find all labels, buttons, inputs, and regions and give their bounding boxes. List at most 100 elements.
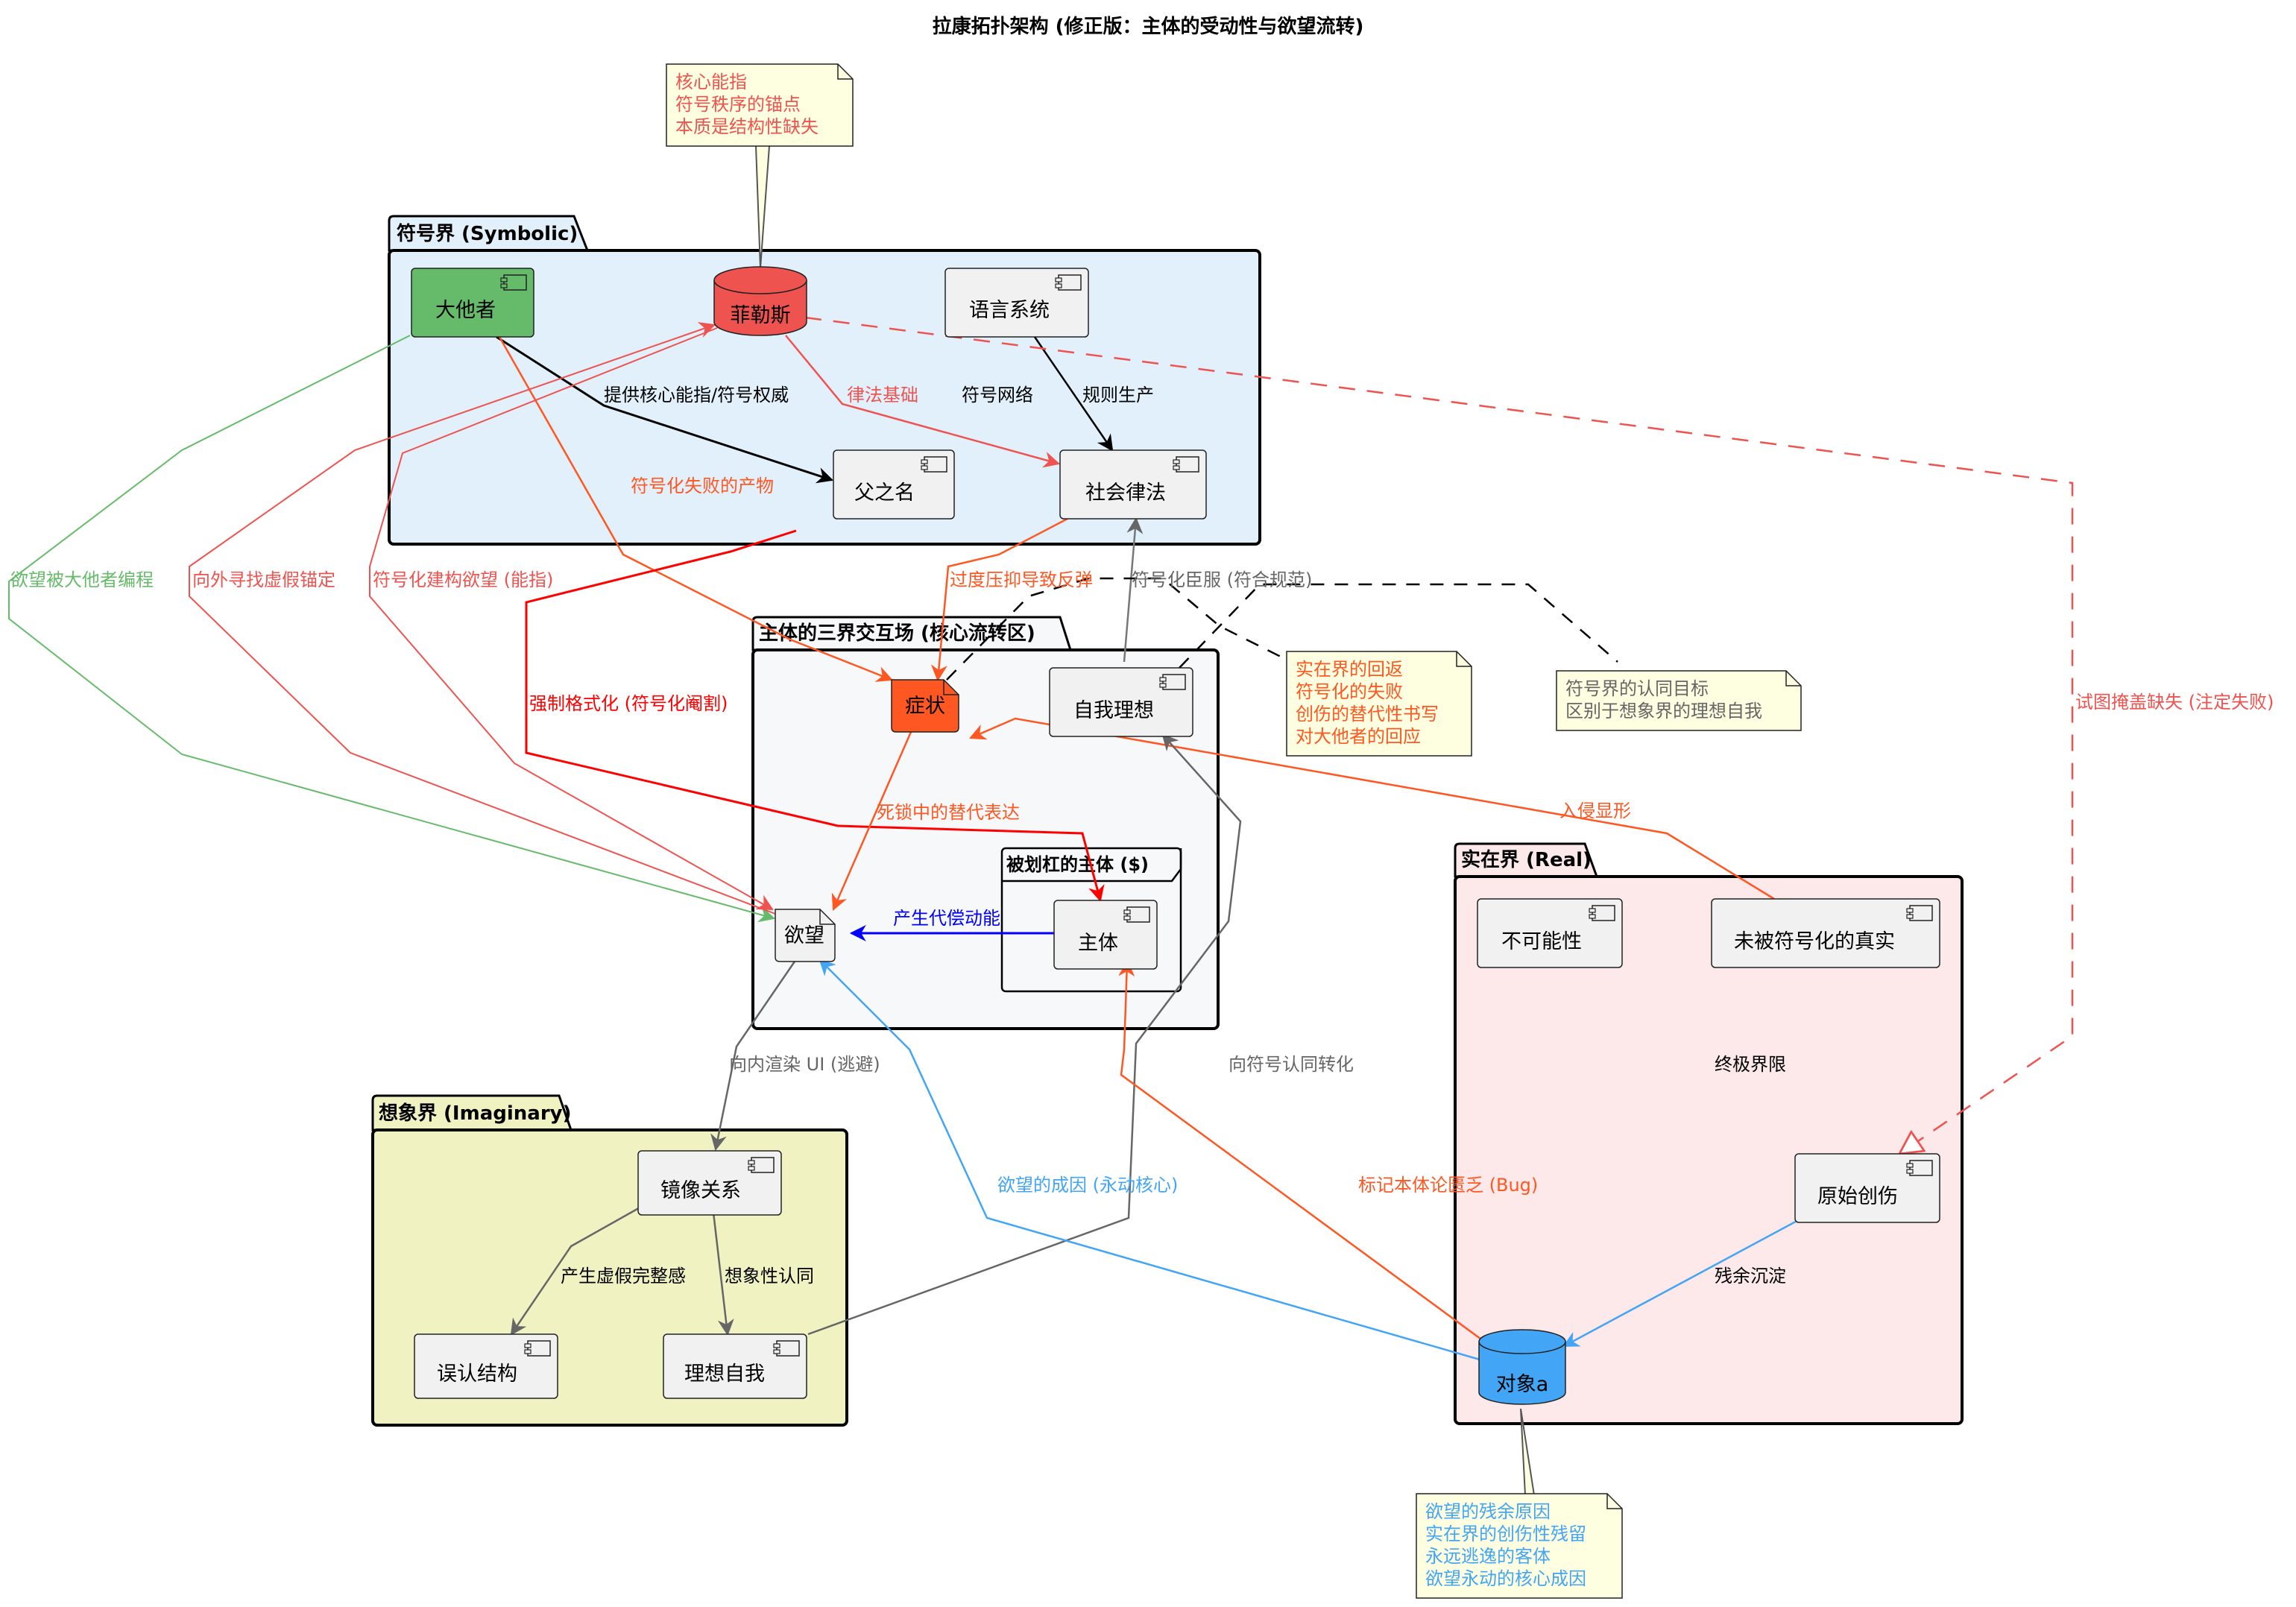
- node-mirror-relation-label: 镜像关系: [660, 1179, 741, 1202]
- node-impossibility-label: 不可能性: [1501, 930, 1582, 953]
- edge-label-ultimate-limit: 终极界限: [1715, 1054, 1786, 1075]
- edge-ideal-ego-to-ego-ideal: [807, 733, 1242, 1336]
- node-misrecognition[interactable]: 误认结构: [414, 1333, 558, 1399]
- node-symptom[interactable]: 症状: [891, 679, 959, 733]
- node-ideal-ego-label: 理想自我: [684, 1363, 765, 1386]
- node-social-law[interactable]: 社会律法: [1059, 449, 1207, 520]
- node-subject[interactable]: 主体: [1053, 900, 1158, 970]
- component-icon: [748, 1157, 775, 1173]
- node-desire-label: 欲望: [784, 924, 824, 947]
- package-real-label: 实在界 (Real): [1461, 848, 1592, 871]
- node-symptom-label: 症状: [905, 695, 945, 718]
- node-desire[interactable]: 欲望: [775, 909, 836, 962]
- component-icon: [1173, 456, 1199, 473]
- node-language-system[interactable]: 语言系统: [944, 268, 1089, 338]
- edge-label-false-wholeness: 产生虚假完整感: [561, 1266, 686, 1286]
- edge-label-try-cover-lack: 试图掩盖缺失 (注定失败): [2075, 692, 2274, 713]
- component-icon: [500, 274, 527, 291]
- note-link-ego-ideal: [1179, 583, 1618, 669]
- edge-label-symbolic-submission: 符号化臣服 (符合规范): [1132, 569, 1312, 590]
- edge-object-a-to-desire: [819, 959, 1486, 1363]
- component-icon: [1055, 274, 1082, 291]
- node-unsymbolized-real-label: 未被符号化的真实: [1734, 930, 1895, 953]
- edge-big-other-to-desire: [8, 335, 776, 923]
- edge-phallus-to-desire-construct: [369, 327, 774, 911]
- edge-label-symbolization-failure: 符号化失败的产物: [631, 476, 774, 496]
- note-ego-ideal: 符号界的认同目标 区别于想象界的理想自我: [1556, 670, 1802, 731]
- note-phallus: 核心能指 符号秩序的锚点 本质是结构性缺失: [666, 63, 854, 147]
- edge-label-invasion: 入侵显形: [1559, 801, 1631, 821]
- node-object-a-label: 对象a: [1496, 1373, 1549, 1396]
- edge-phallus-to-social-law: [785, 335, 1061, 468]
- note-line: 符号秩序的锚点: [675, 94, 801, 115]
- note-symptom-text: 实在界的回返 符号化的失败 创伤的替代性书写 对大他者的回应: [1296, 659, 1445, 747]
- note-line: 对大他者的回应: [1296, 726, 1421, 747]
- note-symptom: 实在界的回返 符号化的失败 创伤的替代性书写 对大他者的回应: [1286, 651, 1472, 757]
- edge-big-other-to-name-of-father: [496, 335, 834, 484]
- edge-desire-to-mirror: [710, 961, 796, 1152]
- note-line: 符号化的失败: [1296, 681, 1403, 702]
- node-primal-trauma-label: 原始创伤: [1817, 1185, 1898, 1208]
- note-phallus-text: 核心能指 符号秩序的锚点 本质是结构性缺失: [675, 72, 819, 137]
- node-object-a[interactable]: 对象a: [1478, 1329, 1566, 1405]
- node-impossibility[interactable]: 不可能性: [1477, 898, 1623, 968]
- component-icon: [1123, 906, 1150, 923]
- package-barred-subject-label: 被划杠的主体 ($): [1006, 854, 1149, 875]
- node-name-of-father[interactable]: 父之名: [833, 449, 955, 520]
- edges: [8, 145, 2074, 1496]
- edge-label-to-symbolic-identification: 向符号认同转化: [1229, 1054, 1354, 1075]
- edge-label-symbolic-network: 符号网络: [962, 385, 1033, 405]
- edge-label-deadlock-substitute: 死锁中的替代表达: [877, 802, 1020, 823]
- node-ideal-ego[interactable]: 理想自我: [663, 1333, 807, 1399]
- note-line: 实在界的回返: [1296, 659, 1403, 680]
- edge-label-imaginary-identification: 想象性认同: [725, 1266, 814, 1286]
- note-line: 欲望永动的核心成因: [1425, 1568, 1586, 1589]
- package-subject-zone-label: 主体的三界交互场 (核心流转区): [759, 622, 1035, 645]
- edge-label-forced-formatting: 强制格式化 (符号化阉割): [529, 693, 728, 714]
- edge-label-mark-ontological-lack: 标记本体论匮乏 (Bug): [1358, 1175, 1538, 1196]
- component-icon: [921, 456, 947, 473]
- edge-phallus-to-primal-trauma: [804, 316, 2074, 1154]
- component-icon: [1589, 905, 1615, 921]
- edge-label-rule-production: 规则生产: [1082, 385, 1154, 405]
- component-icon: [1906, 905, 1933, 921]
- node-mirror-relation[interactable]: 镜像关系: [637, 1150, 782, 1216]
- note-link-symptom: [946, 577, 1289, 681]
- edge-ego-ideal-to-social-law: [1123, 517, 1144, 663]
- edge-label-compensatory-drive: 产生代偿动能: [893, 908, 1000, 929]
- note-object-a: 欲望的残余原因 实在界的创伤性残留 永远逃逸的客体 欲望永动的核心成因: [1416, 1493, 1623, 1599]
- edge-mirror-to-misrecognition: [510, 1205, 643, 1336]
- node-ego-ideal-label: 自我理想: [1073, 699, 1154, 722]
- note-line: 欲望的残余原因: [1425, 1501, 1551, 1522]
- component-icon: [1906, 1160, 1933, 1176]
- edge-label-law-foundation: 律法基础: [847, 385, 918, 405]
- note-object-a-text: 欲望的残余原因 实在界的创伤性残留 永远逃逸的客体 欲望永动的核心成因: [1425, 1501, 1592, 1589]
- diagram-title: 拉康拓扑架构 (修正版：主体的受动性与欲望流转): [933, 15, 1364, 38]
- node-big-other-label: 大他者: [435, 299, 496, 322]
- edge-mirror-to-ideal-ego: [711, 1205, 734, 1336]
- edge-label-over-repression: 过度压抑导致反弹: [950, 569, 1093, 590]
- node-primal-trauma[interactable]: 原始创伤: [1794, 1153, 1940, 1223]
- component-icon: [524, 1340, 551, 1357]
- edge-primal-trauma-to-object-a: [1562, 1216, 1803, 1348]
- edge-object-a-to-subject: [1118, 959, 1487, 1345]
- node-phallus[interactable]: 菲勒斯: [713, 266, 807, 336]
- package-real: 实在界 (Real): [1454, 842, 1964, 1425]
- node-unsymbolized-real[interactable]: 未被符号化的真实: [1711, 898, 1940, 968]
- edge-big-other-to-symptom: [498, 336, 894, 682]
- note-line: 实在界的创伤性残留: [1425, 1524, 1586, 1544]
- edge-label-desire-programmed: 欲望被大他者编程: [10, 569, 154, 590]
- node-big-other[interactable]: 大他者: [411, 268, 534, 338]
- note-ego-ideal-text: 符号界的认同目标 区别于想象界的理想自我: [1565, 678, 1762, 722]
- package-imaginary-label: 想象界 (Imaginary): [379, 1102, 571, 1125]
- note-line: 永远逃逸的客体: [1425, 1546, 1551, 1567]
- edge-real-to-symptom: [968, 717, 1775, 900]
- edge-label-provide-signifier: 提供核心能指/符号权威: [604, 385, 789, 405]
- node-subject-label: 主体: [1078, 932, 1118, 955]
- note-line: 符号界的认同目标: [1565, 678, 1709, 699]
- node-ego-ideal[interactable]: 自我理想: [1049, 667, 1193, 737]
- edge-social-law-to-symptom: [930, 517, 1068, 682]
- edge-name-of-father-to-subject: [525, 529, 1105, 903]
- node-language-system-label: 语言系统: [969, 299, 1050, 322]
